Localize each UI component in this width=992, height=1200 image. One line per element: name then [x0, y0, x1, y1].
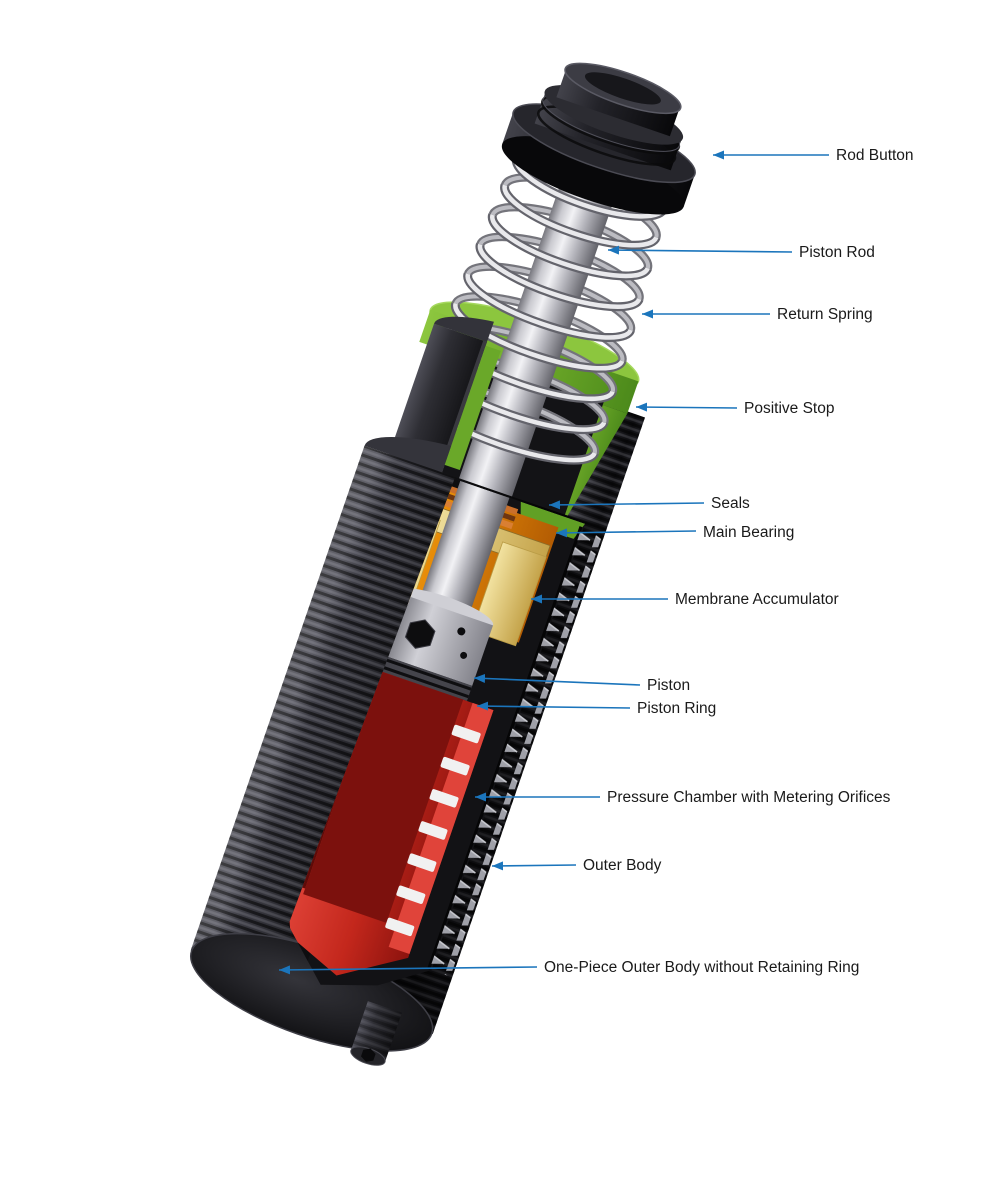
- label-one-piece-outer-body: One-Piece Outer Body without Retaining R…: [544, 959, 859, 976]
- label-piston-ring: Piston Ring: [637, 700, 716, 717]
- metering-orifices: [385, 724, 481, 937]
- body-shoulder: [364, 436, 452, 473]
- label-return-spring: Return Spring: [777, 306, 873, 323]
- shock-absorber-body: [189, 62, 696, 1066]
- thread-cut-edge: [427, 526, 603, 977]
- outer-body-collar: [388, 316, 501, 475]
- label-main-bearing: Main Bearing: [703, 524, 794, 541]
- arrow-outer-body: [491, 861, 577, 871]
- arrow-one-piece-outer-body: [278, 965, 538, 975]
- arrow-main-bearing: [555, 528, 697, 538]
- positive-stop-cut: [520, 501, 586, 539]
- piston-ring: [368, 651, 473, 701]
- label-membrane-accumulator: Membrane Accumulator: [675, 591, 839, 608]
- arrow-seals: [548, 500, 705, 510]
- arrow-piston: [473, 673, 641, 686]
- label-rod-button: Rod Button: [836, 147, 914, 164]
- label-pressure-chamber: Pressure Chamber with Metering Orifices: [607, 789, 891, 806]
- arrow-piston-ring: [476, 701, 631, 711]
- arrow-positive-stop: [635, 402, 738, 412]
- label-outer-body: Outer Body: [583, 857, 662, 874]
- label-seals: Seals: [711, 495, 750, 512]
- callout-labels: Rod Button Piston Rod Return Spring Posi…: [544, 147, 914, 976]
- arrow-piston-rod: [607, 245, 793, 255]
- outer-body-top-threads: [561, 402, 645, 533]
- positive-stop-bore-edge: [444, 345, 501, 471]
- label-piston-rod: Piston Rod: [799, 244, 875, 261]
- piston-rod-inner: [416, 480, 510, 625]
- callout-arrows: [278, 150, 829, 975]
- rod-button: [501, 62, 696, 215]
- label-positive-stop: Positive Stop: [744, 400, 834, 417]
- bottom-plug: [350, 1001, 402, 1066]
- label-piston: Piston: [647, 677, 690, 694]
